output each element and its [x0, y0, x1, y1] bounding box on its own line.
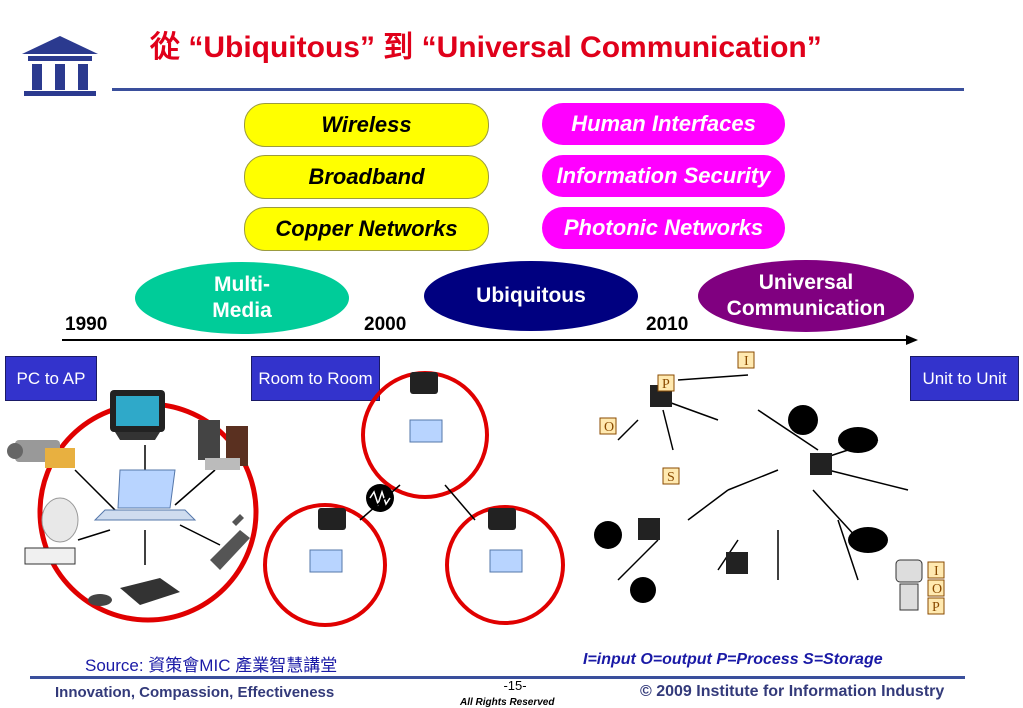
- label-pc-to-ap: PC to AP: [5, 356, 97, 401]
- satellite-dish-icon: [24, 497, 79, 565]
- mobile-phone-icon: [210, 514, 250, 570]
- footer-motto: Innovation, Compassion, Effectiveness: [55, 684, 335, 701]
- pc-to-ap-network-diagram: [7, 390, 259, 623]
- year-2010: 2010: [646, 314, 689, 335]
- era-universal-communication: Universal Communication: [698, 260, 914, 332]
- era-ubiquitous: Ubiquitous: [424, 261, 638, 331]
- label-room-to-room: Room to Room: [251, 356, 380, 401]
- svg-text:P: P: [932, 600, 940, 615]
- source-note: Source: 資策會MIC 產業智慧講堂: [85, 656, 338, 675]
- year-1990: 1990: [65, 314, 108, 335]
- page-title: 從 “Ubiquitous” 到 “Universal Communicatio…: [150, 31, 822, 64]
- legend-note: I=input O=output P=Process S=Storage: [583, 651, 883, 668]
- laptop-icon: [93, 469, 197, 521]
- tech-pill-broadband: Broadband: [244, 155, 489, 199]
- unit-to-unit-network-diagram: P I O S I O P: [594, 351, 945, 615]
- svg-text:I: I: [744, 354, 749, 369]
- timeline-arrow: [62, 335, 918, 345]
- tech-pill-information-security: Information Security: [542, 155, 785, 197]
- svg-text:S: S: [667, 470, 675, 485]
- svg-text:P: P: [662, 377, 670, 392]
- rights-note: All Rights Reserved: [460, 697, 555, 708]
- year-2000: 2000: [364, 314, 407, 335]
- svg-text:O: O: [604, 420, 614, 435]
- iii-logo-icon: [22, 36, 98, 96]
- svg-text:O: O: [932, 582, 942, 597]
- tech-pill-photonic-networks: Photonic Networks: [542, 207, 785, 249]
- tech-pill-wireless: Wireless: [244, 103, 489, 147]
- title-divider: [112, 88, 964, 91]
- tech-pill-copper-networks: Copper Networks: [244, 207, 489, 251]
- wireless-link-icon: [788, 405, 818, 435]
- room-ring-bottom-right: [445, 505, 565, 625]
- camcorder-icon: [7, 440, 75, 468]
- wireless-link-icon: [366, 484, 394, 512]
- label-unit-to-unit: Unit to Unit: [910, 356, 1019, 401]
- tv-icon: [110, 390, 165, 440]
- room-ring-bottom-left: [263, 503, 387, 627]
- copyright-note: © 2009 Institute for Information Industr…: [640, 683, 945, 700]
- tech-pill-human-interfaces: Human Interfaces: [542, 103, 785, 145]
- svg-text:I: I: [934, 564, 939, 579]
- era-multimedia: Multi- Media: [135, 262, 349, 334]
- footer-divider: [30, 676, 965, 679]
- stereo-icon: [198, 420, 248, 470]
- page-number: -15-: [503, 678, 527, 693]
- room-to-room-network-diagram: [263, 371, 565, 627]
- game-console-icon: [88, 578, 180, 606]
- robot-icon: [895, 559, 923, 611]
